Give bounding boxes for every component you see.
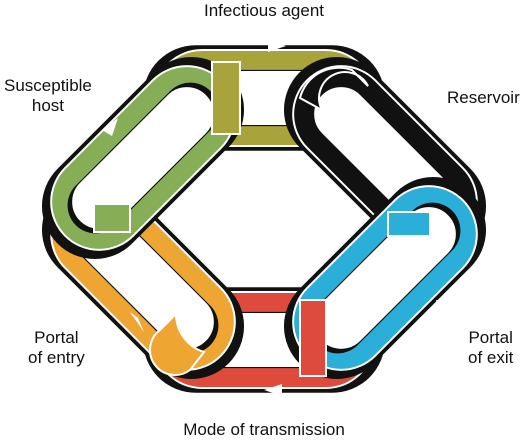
overlap-exit-over-reservoir (387, 211, 431, 237)
label-reservoir: Reservoir (447, 88, 520, 107)
label-portal-of-entry-line2: of entry (28, 348, 85, 367)
label-susceptible-host-line2: host (31, 96, 65, 115)
label-portal-of-exit-line2: of exit (468, 348, 514, 367)
label-susceptible-host-line1: Susceptible (4, 76, 92, 95)
label-portal-of-exit: Portal of exit (468, 328, 513, 368)
label-mode-of-transmission: Mode of transmission (183, 420, 345, 439)
arrow-icon-agent (268, 40, 286, 52)
overlap-agent-over-host (211, 61, 241, 135)
label-portal-of-entry: Portal of entry (28, 328, 85, 368)
overlap-reservoir-over-agent (298, 66, 369, 113)
arrow-icon-mode (264, 384, 282, 396)
arrow-icon-host (102, 118, 118, 136)
label-infectious-agent: Infectious agent (203, 1, 325, 20)
label-susceptible-host: Susceptible host (4, 76, 92, 116)
overlap-mode-over-exit (299, 299, 327, 377)
overlap-host-over-entry (93, 203, 131, 233)
label-portal-of-exit-line1: Portal (468, 328, 513, 347)
overlap-entry-over-mode (149, 311, 206, 376)
label-portal-of-entry-line1: Portal (34, 328, 79, 347)
arrow-icon-exit (436, 300, 446, 318)
arrow-icon-entry (130, 312, 144, 332)
arrow-icon-reservoir (430, 108, 444, 126)
